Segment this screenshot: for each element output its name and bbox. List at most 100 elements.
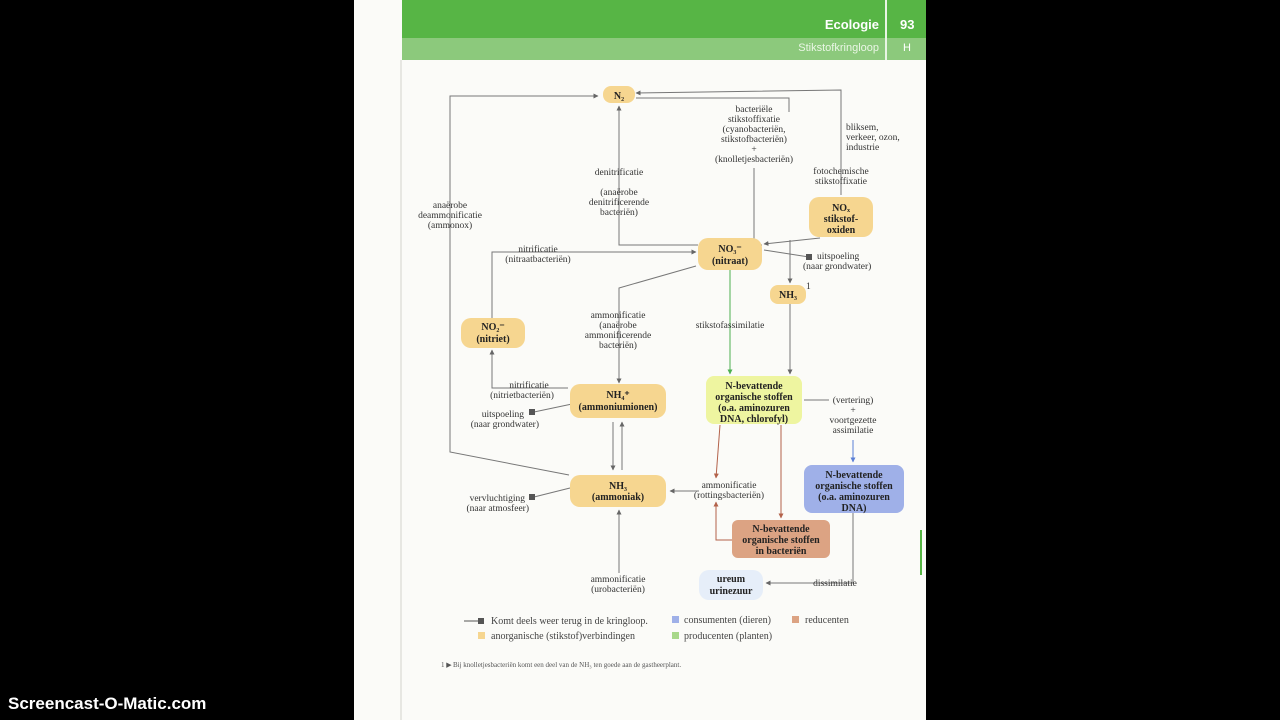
arrow-vervluchtiging bbox=[533, 487, 571, 498]
node-urea: ureum urinezuur bbox=[699, 570, 763, 600]
label-ammonificatie-2: ammonificatie(rottingsbacteriën) bbox=[694, 480, 764, 501]
node-n2: N₂ bbox=[603, 86, 635, 103]
node-nox: NOₓ stikstof- oxiden bbox=[809, 197, 873, 237]
arrow-lightning bbox=[635, 89, 842, 195]
node-animal-organic: N-bevattende organische stoffen (o.a. am… bbox=[804, 465, 904, 514]
page-header bbox=[402, 0, 926, 60]
node-nh3: NH₃ (ammoniak) bbox=[570, 475, 666, 507]
footnote: 1 ▶ Bij knolletjesbacteriën komt een dee… bbox=[441, 661, 681, 669]
node-text: NO₃⁻ bbox=[718, 244, 741, 255]
node-text: ureum bbox=[717, 574, 746, 585]
node-text: (o.a. aminozuren bbox=[718, 403, 790, 414]
label-uitspoeling-2: uitspoeling(naar grondwater) bbox=[471, 410, 539, 430]
node-text: urinezuur bbox=[710, 586, 753, 597]
node-text: (ammoniumionen) bbox=[579, 402, 658, 413]
legend-return-marker bbox=[478, 618, 484, 624]
arrow-no3-nh4 bbox=[616, 265, 697, 384]
node-nh3-small: NH₃ 1 bbox=[770, 282, 811, 304]
node-text: NO₂⁻ bbox=[481, 322, 504, 333]
legend-swatch-consumers bbox=[672, 616, 679, 623]
node-text: organische stoffen bbox=[715, 392, 793, 403]
arrow-n2-to-fixation bbox=[636, 97, 790, 112]
header-subband bbox=[402, 38, 926, 60]
arrow-nox-no3 bbox=[763, 237, 821, 247]
page-fold-edge bbox=[400, 60, 402, 720]
return-marker-vervluchtiging bbox=[529, 494, 535, 500]
node-text: organische stoffen bbox=[742, 535, 820, 546]
node-text: NH₃ bbox=[609, 481, 627, 492]
textbook-page: Ecologie 93 Stikstofkringloop H bbox=[354, 0, 926, 720]
arrow-nh4-no2 bbox=[489, 349, 568, 389]
arrow-bacteria-ammon bbox=[713, 501, 732, 541]
node-text: DNA) bbox=[842, 503, 867, 514]
node-bacteria-organic: N-bevattende organische stoffen in bacte… bbox=[732, 520, 830, 558]
node-text: (nitriet) bbox=[476, 334, 509, 345]
node-text: NH₄⁺ bbox=[606, 390, 629, 401]
label-uitspoeling-1: uitspoeling(naar grondwater) bbox=[803, 252, 871, 272]
label-bliksem: bliksem,verkeer, ozon,industrie bbox=[846, 123, 900, 153]
node-text: NH₃ bbox=[779, 290, 797, 301]
arrow-fixation-down bbox=[753, 168, 762, 246]
node-no3: NO₃⁻ (nitraat) bbox=[698, 238, 762, 270]
node-text: NOₓ bbox=[832, 203, 850, 214]
return-markers bbox=[529, 254, 812, 500]
footnote-marker-text: 1 ▶ bbox=[441, 661, 452, 669]
node-text: N-bevattende bbox=[725, 381, 783, 392]
node-text: oxiden bbox=[827, 225, 856, 236]
node-plant-organic: N-bevattende organische stoffen (o.a. am… bbox=[706, 376, 802, 425]
page-number: 93 bbox=[900, 17, 915, 32]
node-text: stikstof- bbox=[824, 214, 858, 225]
arrow-anammox bbox=[449, 93, 599, 476]
node-text: (o.a. aminozuren bbox=[818, 492, 890, 503]
legend-consumers: consumenten (dieren) bbox=[684, 615, 771, 626]
node-text: N₂ bbox=[614, 91, 624, 102]
footnote-marker: 1 bbox=[806, 282, 811, 292]
arrow-uitspoeling2 bbox=[533, 403, 573, 413]
node-text: organische stoffen bbox=[815, 481, 893, 492]
legend: Komt deels weer terug in de kringloop. c… bbox=[464, 615, 849, 642]
arrow-uitspoeling1 bbox=[763, 249, 810, 258]
label-nitrificatie-2: nitrificatie(nitrietbacteriën) bbox=[490, 380, 554, 401]
legend-swatch-producers bbox=[672, 632, 679, 639]
label-nitrificatie-1: nitrificatie(nitraatbacteriën) bbox=[505, 244, 570, 265]
node-text: (ammoniak) bbox=[592, 492, 644, 503]
section-letter: H bbox=[903, 42, 911, 54]
footnote-text: Bij knolletjesbacteriën komt een deel va… bbox=[453, 661, 681, 669]
legend-anorganic: anorganische (stikstof)verbindingen bbox=[491, 631, 635, 642]
legend-producers: producenten (planten) bbox=[684, 631, 772, 642]
node-nh4: NH₄⁺ (ammoniumionen) bbox=[570, 384, 666, 418]
label-ammonificatie-3: ammonificatie(urobacteriën) bbox=[591, 574, 646, 595]
label-dissimilatie: dissimilatie bbox=[813, 579, 857, 589]
label-vervluchtiging: vervluchtiging(naar atmosfeer) bbox=[466, 494, 529, 514]
node-no2: NO₂⁻ (nitriet) bbox=[461, 318, 525, 348]
watermark: Screencast-O-Matic.com bbox=[8, 694, 207, 713]
label-assimilatie: stikstofassimilatie bbox=[696, 320, 765, 331]
legend-swatch-anorganic bbox=[478, 632, 485, 639]
header-separator bbox=[885, 0, 887, 60]
arrow-denitrificatie bbox=[616, 105, 698, 246]
legend-swatch-reducers bbox=[792, 616, 799, 623]
legend-returns: Komt deels weer terug in de kringloop. bbox=[491, 616, 648, 627]
arrow-no2-no3 bbox=[491, 249, 697, 318]
page-margin-tab bbox=[920, 530, 922, 575]
nitrogen-cycle-diagram: N₂ NO₃⁻ (nitraat) NOₓ stikstof- oxiden N… bbox=[418, 86, 922, 669]
return-marker-uitspoeling2 bbox=[529, 409, 535, 415]
node-text: N-bevattende bbox=[752, 524, 810, 535]
node-text: DNA, chlorofyl) bbox=[720, 414, 788, 425]
arrows bbox=[449, 89, 854, 586]
node-text: (nitraat) bbox=[712, 256, 748, 267]
return-marker-uitspoeling1 bbox=[806, 254, 812, 260]
section-title: Stikstofkringloop bbox=[798, 42, 879, 54]
legend-reducers: reducenten bbox=[805, 615, 849, 626]
node-text: N-bevattende bbox=[825, 470, 883, 481]
chapter-title: Ecologie bbox=[824, 17, 879, 32]
node-text: in bacteriën bbox=[756, 546, 807, 557]
arrow-plants-ammon bbox=[713, 424, 721, 479]
